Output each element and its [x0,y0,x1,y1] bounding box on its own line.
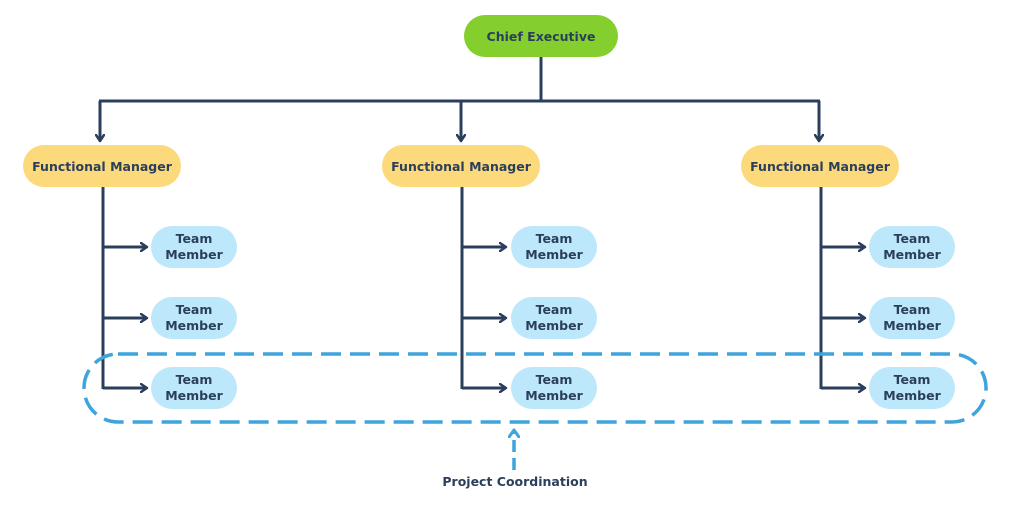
functional-manager-node-3: Functional Manager [741,145,899,187]
functional-manager-label: Functional Manager [750,158,890,174]
functional-manager-node-2: Functional Manager [382,145,540,187]
team-member-label: Team Member [165,231,223,262]
team-member-node: Team Member [151,297,237,339]
team-member-node: Team Member [511,226,597,268]
project-coordination-label: Project Coordination [442,474,588,489]
team-member-node: Team Member [869,297,955,339]
team-member-label: Team Member [525,372,583,403]
chief-executive-label: Chief Executive [486,28,596,44]
team-member-node: Team Member [511,297,597,339]
team-member-node: Team Member [869,226,955,268]
team-member-node: Team Member [151,367,237,409]
team-member-node: Team Member [869,367,955,409]
team-member-label: Team Member [883,302,941,333]
functional-manager-label: Functional Manager [391,158,531,174]
functional-manager-label: Functional Manager [32,158,172,174]
project-coordination-boundary [82,352,988,424]
functional-manager-node-1: Functional Manager [23,145,181,187]
team-member-label: Team Member [883,231,941,262]
team-member-label: Team Member [165,302,223,333]
team-member-label: Team Member [525,231,583,262]
team-member-node: Team Member [151,226,237,268]
chief-executive-node: Chief Executive [464,15,618,57]
team-member-label: Team Member [525,302,583,333]
team-member-label: Team Member [883,372,941,403]
team-member-node: Team Member [511,367,597,409]
team-member-label: Team Member [165,372,223,403]
